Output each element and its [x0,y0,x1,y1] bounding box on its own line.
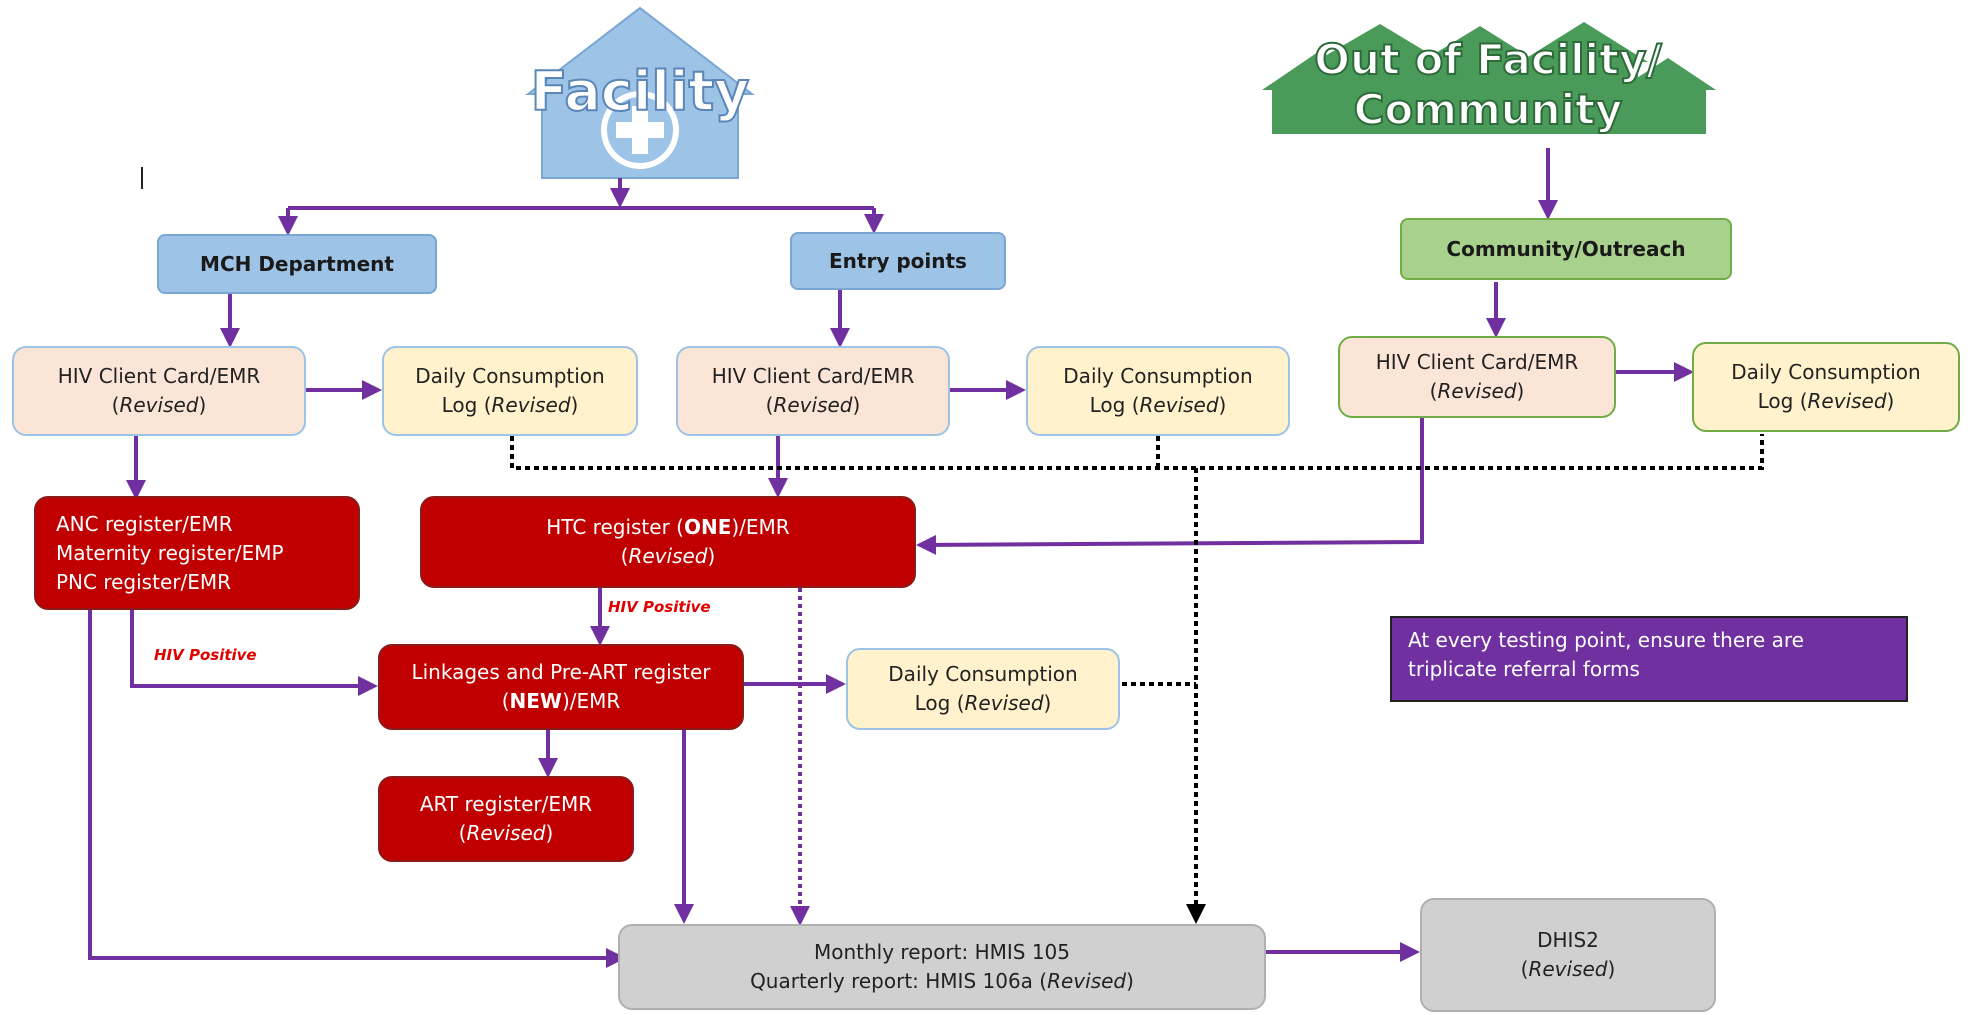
log-prefix: Log ( [1089,393,1140,417]
log-prefix: Log ( [1757,389,1808,413]
revised-note: (Revised) [1520,957,1616,981]
monthly-quarterly-report-box: Monthly report: HMIS 105 Quarterly repor… [618,924,1266,1010]
pnc-register-label: PNC register/EMR [56,569,231,594]
revised-label: Revised [628,544,708,568]
flow-arrows [88,148,1694,968]
monthly-report-label: Monthly report: HMIS 105 [813,940,1071,964]
mch-label: MCH Department [200,251,394,276]
revised-label: Revised [1437,379,1517,403]
log-line1: Daily Consumption [1063,364,1253,388]
revised-label: Revised [1807,389,1887,413]
revised-label: Revised [491,393,571,417]
quarterly-prefix: Quarterly report: HMIS 106a ( [750,969,1048,993]
arrow-anc-to-report [88,610,626,968]
log-line2: Log (Revised) [1757,389,1895,413]
entry-points-box: Entry points [790,232,1006,290]
hiv-client-card-mch: HIV Client Card/EMR (Revised) [12,346,306,436]
community-outreach-box: Community/Outreach [1400,218,1732,280]
community-label: Community/Outreach [1446,236,1686,261]
revised-label: Revised [964,691,1044,715]
linkages-line1: Linkages and Pre-ART register [411,660,711,684]
revised-note: (Revised) [458,821,554,845]
log-prefix: Log ( [441,393,492,417]
quarterly-report-line: Quarterly report: HMIS 106a (Revised) [750,969,1134,993]
log-line2: Log (Revised) [441,393,579,417]
revised-label: Revised [466,821,546,845]
card-label: HIV Client Card/EMR [711,364,915,388]
revised-note: (Revised) [111,393,207,417]
text-cursor [141,167,143,189]
arrow-anc-to-linkages [130,610,378,696]
htc-suffix: )/EMR [731,515,790,539]
community-title-line2: Community [1354,85,1623,134]
mch-department-box: MCH Department [157,234,437,294]
hiv-positive-label-anc: HIV Positive [154,646,257,664]
community-houses-icon [1262,22,1716,134]
community-title-line1: Out of Facility/ [1314,35,1662,84]
htc-register-box: HTC register (ONE)/EMR (Revised) [420,496,916,588]
referral-forms-note: At every testing point, ensure there are… [1390,616,1908,702]
revised-label: Revised [119,393,199,417]
htc-one: ONE [683,515,732,539]
revised-note: (Revised) [765,393,861,417]
facility-title: Facility [531,60,750,123]
revised-label: Revised [773,393,853,417]
revised-note: (Revised) [1429,379,1525,403]
log-line2: Log (Revised) [914,691,1052,715]
htc-prefix: HTC register ( [546,515,684,539]
log-line2: Log (Revised) [1089,393,1227,417]
facility-house-icon [525,6,755,179]
art-register-box: ART register/EMR (Revised) [378,776,634,862]
anc-register-label: ANC register/EMR [56,511,233,536]
daily-consumption-log-entry: Daily Consumption Log (Revised) [1026,346,1290,436]
maternity-register-label: Maternity register/EMP [56,540,284,565]
hiv-client-card-entry: HIV Client Card/EMR (Revised) [676,346,950,436]
dhis2-box: DHIS2 (Revised) [1420,898,1716,1012]
log-prefix: Log ( [914,691,965,715]
linkages-line2: (NEW)/EMR [501,689,621,713]
revised-note: (Revised) [620,544,716,568]
log-line1: Daily Consumption [888,662,1078,686]
revised-label: Revised [1139,393,1219,417]
hiv-client-card-community: HIV Client Card/EMR (Revised) [1338,336,1616,418]
hiv-positive-label-htc: HIV Positive [608,598,711,616]
daily-consumption-log-community: Daily Consumption Log (Revised) [1692,342,1960,432]
anc-maternity-pnc-registers: ANC register/EMR Maternity register/EMP … [34,496,360,610]
daily-consumption-log-mch: Daily Consumption Log (Revised) [382,346,638,436]
art-register-label: ART register/EMR [419,792,593,816]
linkages-pre-art-register-box: Linkages and Pre-ART register (NEW)/EMR [378,644,744,730]
linkages-suffix: )/EMR [561,689,621,713]
htc-line1: HTC register (ONE)/EMR [546,513,789,542]
data-flow-dotted [510,434,1764,924]
log-line1: Daily Consumption [415,364,605,388]
card-label: HIV Client Card/EMR [57,364,261,388]
arrow-community-card-to-htc [916,418,1424,555]
linkages-new: NEW [509,689,562,713]
card-label: HIV Client Card/EMR [1375,350,1579,374]
log-line1: Daily Consumption [1731,360,1921,384]
revised-label: Revised [1528,957,1608,981]
dhis2-label: DHIS2 [1537,928,1599,952]
entry-label: Entry points [829,248,967,273]
daily-consumption-log-linkages: Daily Consumption Log (Revised) [846,648,1120,730]
revised-label: Revised [1047,969,1127,993]
